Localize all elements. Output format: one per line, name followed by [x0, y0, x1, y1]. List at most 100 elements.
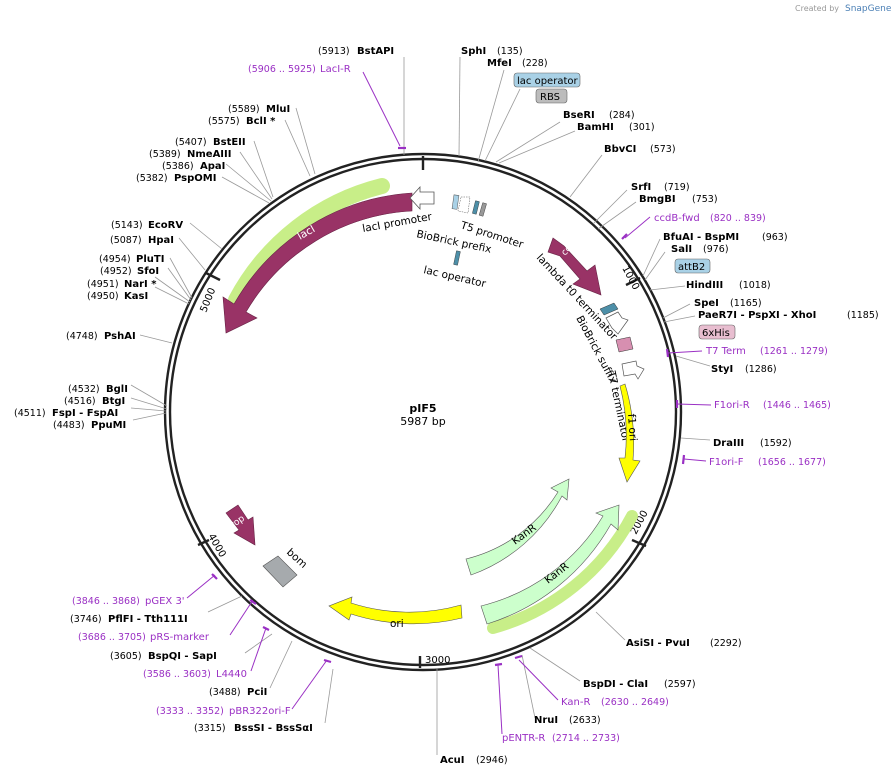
site-pshai-name[interactable]: PshAI	[104, 331, 136, 342]
site-mfei-pos: (228)	[522, 58, 548, 69]
site-bspdi-name[interactable]: BspDI - ClaI	[583, 679, 648, 690]
feature-lac-operator-inner[interactable]	[453, 250, 461, 266]
primer-prs-marker-range: (3686 .. 3705)	[78, 632, 146, 643]
feature-t7-terminator[interactable]	[621, 360, 645, 380]
primer-f1ori-f-name[interactable]: F1ori-F	[709, 457, 744, 468]
site-bgli-pos: (4532)	[68, 384, 100, 395]
lac-operator-box[interactable]	[513, 72, 581, 88]
site-fspi-name[interactable]: FspI - FspAI	[52, 408, 118, 419]
site-nari-name[interactable]: NarI *	[124, 279, 157, 290]
site-bstapi-name[interactable]: BstAPI	[357, 46, 394, 57]
site-hindiii-pos: (1018)	[739, 280, 771, 291]
primer-kan-r-name[interactable]: Kan-R	[561, 697, 590, 708]
his-box[interactable]	[698, 324, 736, 340]
site-bbvci-name[interactable]: BbvCI	[604, 144, 636, 155]
feature-attb2-mark[interactable]	[599, 302, 619, 316]
site-kasi-pos: (4950)	[87, 291, 119, 302]
site-leader-lines	[130, 56, 711, 755]
feature-bom[interactable]: bom	[262, 546, 309, 588]
site-ppumi-name[interactable]: PpuMI	[91, 420, 126, 431]
site-bcli-name[interactable]: BclI *	[246, 116, 276, 127]
site-draiii-name[interactable]: DraIII	[713, 438, 744, 449]
feature-lambda-t0[interactable]	[605, 311, 629, 335]
site-btgi-name[interactable]: BtgI	[102, 396, 125, 407]
primer-ccdb-fwd-name[interactable]: ccdB-fwd	[654, 213, 700, 224]
feature-t5-promoter[interactable]	[451, 194, 487, 217]
site-sfoi-pos: (4952)	[100, 266, 132, 277]
tick-label-3000: 3000	[425, 655, 450, 666]
feature-f1-ori[interactable]: f1 ori	[618, 383, 641, 483]
site-hindiii-name[interactable]: HindIII	[686, 280, 723, 291]
feature-ori[interactable]: ori	[328, 596, 463, 630]
site-pcii-name[interactable]: PciI	[247, 687, 267, 698]
feature-laci[interactable]: lacI	[222, 178, 413, 334]
site-kasi-name[interactable]: KasI	[124, 291, 148, 302]
site-bseri-name[interactable]: BseRI	[563, 110, 595, 121]
site-bamhi-name[interactable]: BamHI	[577, 122, 614, 133]
site-asisi-name[interactable]: AsiSI - PvuI	[626, 638, 690, 649]
site-pflfi-pos: (3746)	[70, 614, 102, 625]
site-nrui-pos: (2633)	[569, 715, 601, 726]
site-pflfi-name[interactable]: PflFI - Tth111I	[108, 614, 188, 625]
site-styi-pos: (1286)	[745, 364, 777, 375]
site-ecorv-name[interactable]: EcoRV	[148, 220, 183, 231]
site-bmgbi-pos: (753)	[692, 194, 718, 205]
site-nmeaiii-name[interactable]: NmeAIII	[187, 149, 231, 160]
site-bspqi-pos: (3605)	[110, 651, 142, 662]
primer-f1ori-f-range: (1656 .. 1677)	[758, 457, 826, 468]
site-bgli-name[interactable]: BglI	[106, 384, 128, 395]
feature-rop[interactable]: rop	[225, 504, 256, 546]
primer-prs-marker-name[interactable]: pRS-marker	[150, 632, 210, 643]
site-paer7i-name[interactable]: PaeR7I - PspXI - XhoI	[698, 310, 816, 321]
site-spei-name[interactable]: SpeI	[694, 298, 719, 309]
site-acui-name[interactable]: AcuI	[440, 755, 465, 766]
feature-laci-promoter[interactable]	[409, 185, 435, 211]
site-pluti-name[interactable]: PluTI	[136, 254, 164, 265]
primer-l4440-name[interactable]: L4440	[216, 669, 247, 680]
lac-operator-box-label: lac operator	[517, 76, 578, 87]
feature-kanr-inner[interactable]: KanR	[465, 478, 570, 576]
site-bspqi-name[interactable]: BspQI - SapI	[148, 651, 217, 662]
site-hpai-name[interactable]: HpaI	[148, 235, 174, 246]
primer-pbr322ori-f-name[interactable]: pBR322ori-F	[229, 706, 291, 717]
watermark-brand: SnapGene	[845, 4, 892, 14]
attb2-box[interactable]	[674, 258, 711, 274]
feature-kanr-outer[interactable]: KanR	[480, 504, 638, 634]
primer-f1ori-r-name[interactable]: F1ori-R	[714, 400, 750, 411]
site-pluti-pos: (4954)	[99, 254, 131, 265]
site-pshai-pos: (4748)	[66, 331, 98, 342]
rbs-box[interactable]	[535, 88, 568, 104]
primer-pgex3-name[interactable]: pGEX 3'	[145, 596, 185, 607]
primer-laci-r-range: (5906 .. 5925)	[248, 64, 316, 75]
primer-pgex3-range: (3846 .. 3868)	[72, 596, 140, 607]
site-styi-name[interactable]: StyI	[711, 364, 733, 375]
primer-pentr-r-name[interactable]: pENTR-R	[502, 733, 545, 744]
site-sali-name[interactable]: SalI	[671, 244, 692, 255]
ori-label: ori	[390, 618, 404, 630]
site-bfuai-name[interactable]: BfuAI - BspMI	[663, 232, 739, 243]
site-pspomi-name[interactable]: PspOMI	[174, 173, 216, 184]
site-nmeaiii-pos: (5389)	[149, 149, 181, 160]
primer-ccdb-fwd-range: (820 .. 839)	[710, 213, 766, 224]
site-bsssi-name[interactable]: BssSI - BssSαI	[234, 723, 313, 734]
site-bmgbi-name[interactable]: BmgBI	[639, 194, 676, 205]
site-bfuai-pos: (963)	[762, 232, 788, 243]
site-mfei-name[interactable]: MfeI	[487, 58, 512, 69]
site-bsteii-name[interactable]: BstEII	[213, 137, 246, 148]
primer-t7term-name[interactable]: T7 Term	[705, 346, 746, 357]
site-bspdi-pos: (2597)	[664, 679, 696, 690]
feature-6xhis-mark[interactable]	[615, 336, 634, 353]
site-paer7i-pos: (1185)	[847, 310, 879, 321]
site-nrui-name[interactable]: NruI	[534, 715, 558, 726]
site-apai-name[interactable]: ApaI	[200, 161, 225, 172]
site-sali-pos: (976)	[703, 244, 729, 255]
site-bseri-pos: (284)	[609, 110, 635, 121]
site-sphi-name[interactable]: SphI	[461, 46, 486, 57]
site-srfi-name[interactable]: SrfI	[631, 182, 651, 193]
primer-laci-r-name[interactable]: LacI-R	[320, 64, 351, 75]
attb2-box-label: attB2	[678, 262, 705, 273]
primer-marks	[211, 146, 686, 667]
site-sfoi-name[interactable]: SfoI	[137, 266, 159, 277]
site-mlui-name[interactable]: MluI	[266, 104, 290, 115]
